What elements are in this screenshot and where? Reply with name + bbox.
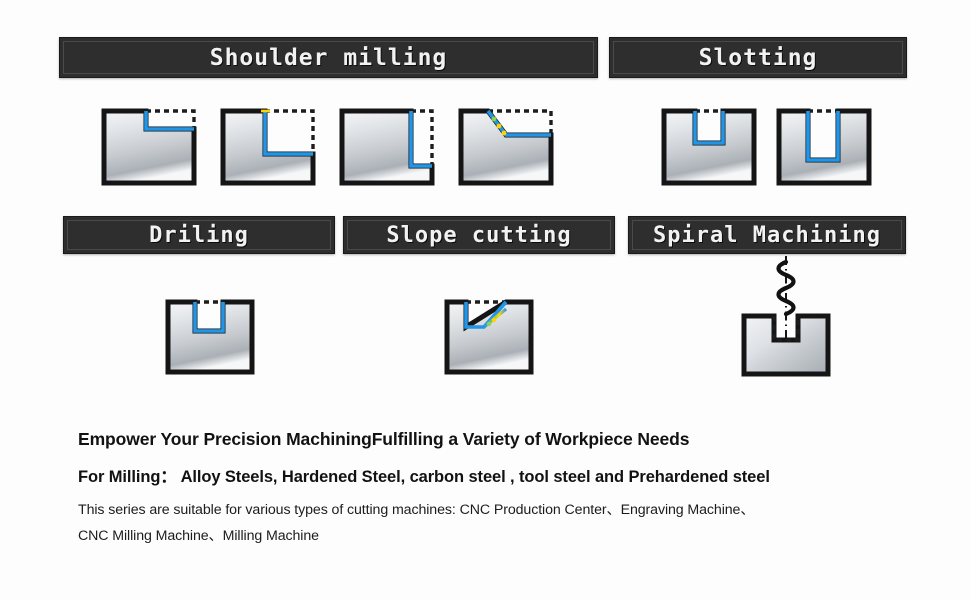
figure-slotting-shallow-slot — [661, 98, 757, 186]
section-header-shoulder-milling-label: Shoulder milling — [209, 44, 448, 71]
section-header-spiral-machining: Spiral Machining — [628, 216, 906, 254]
figure-shoulder-milling-top-step — [101, 98, 197, 186]
figure-slotting-deep-slot — [776, 98, 872, 186]
body-text-line-1: This series are suitable for various typ… — [78, 502, 755, 518]
figure-driling-pocket — [165, 291, 255, 375]
section-header-driling-label: Driling — [149, 222, 249, 248]
figure-shoulder-milling-side-step — [339, 98, 435, 186]
figure-shoulder-milling-ramp-entry — [458, 98, 554, 186]
section-header-slotting-label: Slotting — [698, 44, 818, 71]
headline-text: Empower Your Precision MachiningFulfilli… — [78, 429, 690, 449]
section-header-slope-cutting-label: Slope cutting — [386, 222, 572, 248]
body-text-line-2: CNC Milling Machine、Milling Machine — [78, 528, 319, 544]
figure-shoulder-milling-corner-step — [220, 98, 316, 186]
section-header-slope-cutting: Slope cutting — [343, 216, 615, 254]
section-header-spiral-machining-label: Spiral Machining — [653, 222, 881, 248]
figure-spiral-machining-helix — [726, 254, 846, 380]
section-header-shoulder-milling: Shoulder milling — [59, 37, 598, 78]
section-header-slotting: Slotting — [609, 37, 907, 78]
figure-slope-cutting-ramp — [444, 291, 534, 375]
section-header-driling: Driling — [63, 216, 335, 254]
subhead-text: For Milling： Alloy Steels, Hardened Stee… — [78, 468, 770, 486]
